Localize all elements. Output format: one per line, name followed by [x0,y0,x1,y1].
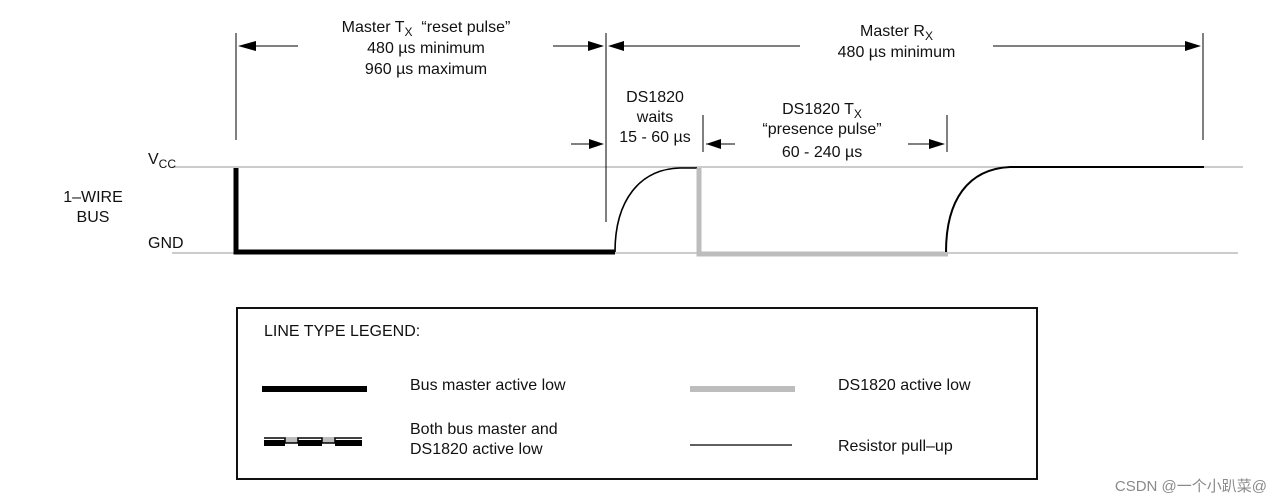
master-tx-min: 480 µs minimum [367,40,485,57]
ds1820-tx-sub: X [853,107,862,121]
master-rx-sub: X [924,29,933,43]
waits-line-2: waits [636,109,674,126]
presence-arrow-right [929,139,945,149]
vcc-label: VCC [148,150,177,171]
legend-master-low-label: Bus master active low [410,377,566,394]
master-tx-label: Master TX “reset pulse” [300,18,552,39]
legend-title: LINE TYPE LEGEND: [264,323,421,340]
legend-pullup-label: Resistor pull–up [838,438,953,455]
master-tx-sub: X [404,25,413,39]
master-rx-label: Master RX [800,22,993,43]
master-low-waveform [233,168,615,255]
legend-both-low-label-2: DS1820 active low [410,441,543,458]
bus-label-line-1: 1–WIRE [63,189,123,206]
ds1820-tx-quote: “presence pulse” [762,121,882,138]
master-tx-arrow-left [238,41,256,51]
waits-line-1: DS1820 [626,89,684,106]
legend-both-low-sample-steps [264,437,362,444]
ds1820-low-waveform [696,168,948,257]
master-tx-prefix: Master T [341,19,405,36]
ds1820-tx-range: 60 - 240 µs [781,144,863,161]
master-rx-arrow-left [608,41,624,51]
pullup-curve-2 [945,166,1204,253]
waits-line-3: 15 - 60 µs [619,129,691,146]
master-rx-arrow-right [1185,41,1201,51]
watermark-text: CSDN @一个小趴菜@ [1114,478,1267,495]
bus-label-line-2: BUS [76,209,110,226]
waits-arrow-out [706,139,721,149]
line-type-legend [236,307,1038,480]
vcc-main: V [148,151,159,168]
master-rx-min: 480 µs minimum [837,44,956,61]
ds1820-tx-label: DS1820 TX [736,100,908,121]
ds1820-tx-prefix: DS1820 T [782,101,854,118]
vcc-sub: CC [158,157,177,171]
master-tx-arrow-right [588,41,604,51]
pullup-curve-1 [614,167,697,253]
legend-both-low-label-1: Both bus master and [410,421,558,438]
master-tx-max: 960 µs maximum [364,61,488,78]
legend-ds-low-label: DS1820 active low [838,377,971,394]
gnd-label: GND [148,235,184,252]
master-rx-prefix: Master R [860,23,925,40]
waits-arrow-in [589,139,604,149]
master-tx-quote: “reset pulse” [421,19,511,36]
